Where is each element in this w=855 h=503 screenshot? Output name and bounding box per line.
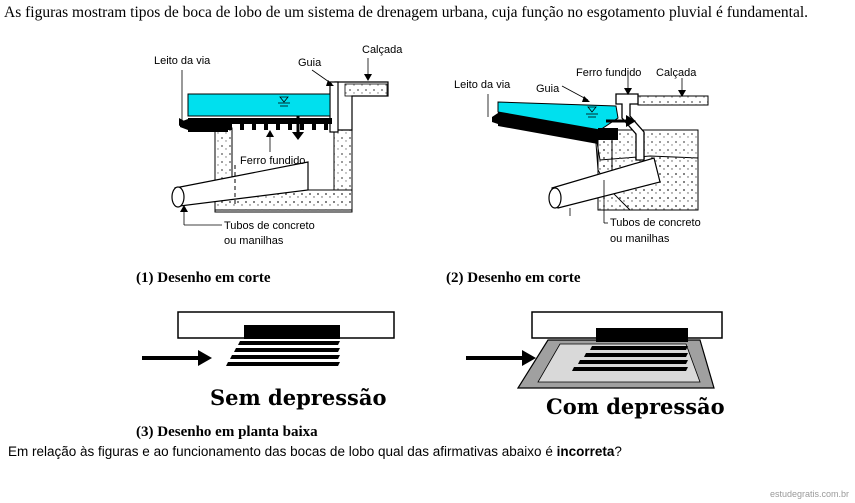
figure-2-cross-section: Leito da via Guia Ferro fundido Calçada … <box>454 67 709 245</box>
grate-slots <box>226 341 340 366</box>
label-sem-depressao: Sem depressão <box>210 385 386 410</box>
label-guia: Guia <box>536 83 560 95</box>
caption-3: (3) Desenho em planta baixa <box>136 424 318 440</box>
label-com-depressao: Com depressão <box>546 394 725 419</box>
label-tubos-1: Tubos de concreto <box>224 220 315 232</box>
label-tubos-1: Tubos de concreto <box>610 217 701 229</box>
watermark: estudegratis.com.br <box>769 489 849 499</box>
label-ferro-fundido: Ferro fundido <box>576 67 641 79</box>
label-leito-da-via: Leito da via <box>154 55 211 67</box>
caption-1: (1) Desenho em corte <box>136 270 271 286</box>
grate-slots <box>572 346 688 371</box>
figure-1-cross-section: Leito da via Guia Calçada Ferro fundido … <box>154 44 403 247</box>
figure-3-plan-sem-depressao: Sem depressão <box>142 311 395 410</box>
grate <box>228 118 332 130</box>
intro-paragraph: As figuras mostram tipos de boca de lobo… <box>4 4 809 21</box>
label-guia: Guia <box>298 57 322 69</box>
label-tubos-2: ou manilhas <box>224 235 284 247</box>
label-ferro-fundido: Ferro fundido <box>240 155 305 167</box>
label-tubos-2: ou manilhas <box>610 233 670 245</box>
label-leito-da-via: Leito da via <box>454 79 511 91</box>
question-text: Em relação às figuras e ao funcionamento… <box>8 444 622 459</box>
question-emphasis: incorreta <box>556 444 615 459</box>
figure-3-plan-com-depressao: Com depressão <box>466 311 725 419</box>
label-calcada: Calçada <box>656 67 697 79</box>
caption-2: (2) Desenho em corte <box>446 270 581 286</box>
label-calcada: Calçada <box>362 44 403 56</box>
